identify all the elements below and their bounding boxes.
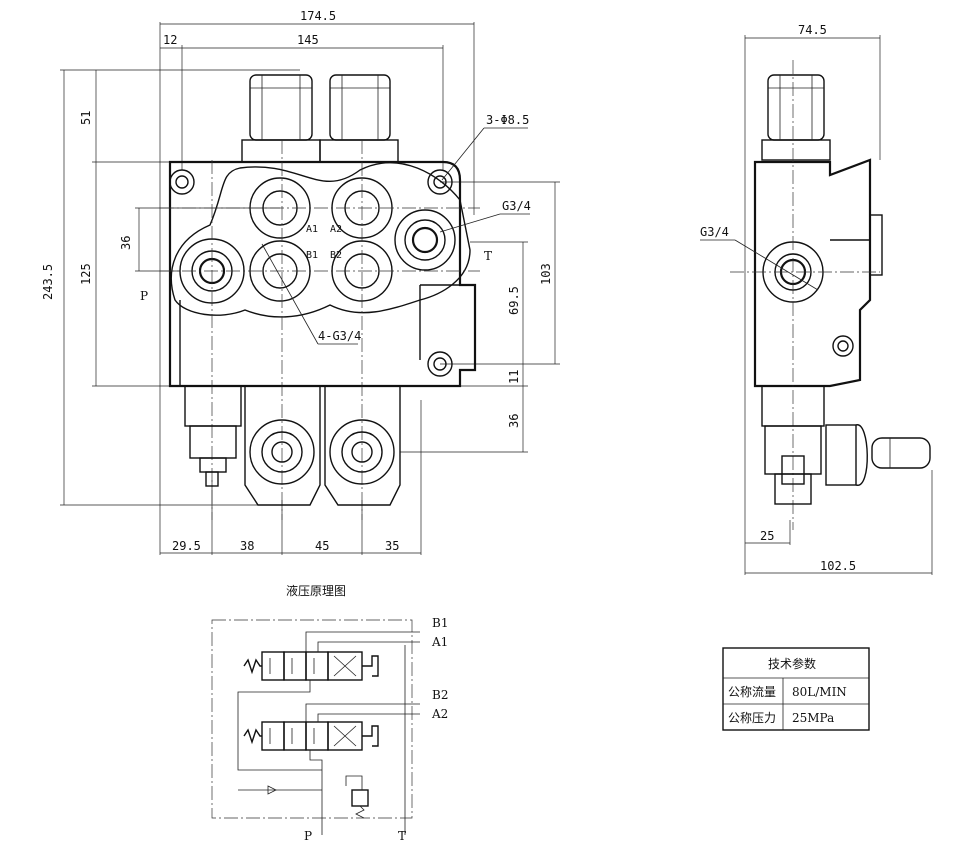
dim-top-height: 51	[79, 111, 93, 125]
front-view: 174.5 145 12 243.5 51 125 36 P 103 69.5 …	[41, 9, 560, 555]
schematic-title: 液压原理图	[286, 583, 346, 598]
dim-side-offset: 25	[760, 529, 774, 543]
dim-flange-offset: 12	[163, 33, 177, 47]
dim-bottom-d: 35	[385, 539, 399, 553]
label-port-p: P	[140, 289, 148, 303]
side-view: 74.5 G3/4 25 102.5	[700, 23, 933, 575]
dim-side-width: 74.5	[798, 23, 827, 37]
dim-mount-height: 69.5	[507, 286, 521, 315]
label-work-ports: 4-G3/4	[318, 329, 361, 343]
spec-table-title: 技术参数	[768, 656, 816, 671]
dim-right-height: 103	[539, 263, 553, 285]
hydraulic-schematic: 液压原理图	[211, 583, 448, 843]
spec-row-flow-name: 公称流量	[728, 685, 776, 699]
label-side-thread: G3/4	[700, 225, 729, 239]
dim-bottom-a: 29.5	[172, 539, 201, 553]
schematic-label-p: P	[304, 829, 312, 843]
dim-port-spacing: 36	[119, 236, 133, 250]
dim-bottom-offset: 11	[507, 370, 521, 384]
dim-bottom-b: 38	[240, 539, 254, 553]
label-port-b2: B2	[330, 250, 342, 261]
label-port-a2: A2	[330, 224, 342, 235]
schematic-label-b2: B2	[432, 688, 448, 702]
spec-row-pressure-value: 25MPa	[792, 711, 834, 725]
dim-total-width: 174.5	[300, 9, 336, 23]
spec-table: 技术参数 公称流量 80L/MIN 公称压力 25MPa	[722, 647, 870, 731]
label-port-b1: B1	[306, 250, 318, 261]
dim-body-width: 145	[297, 33, 319, 47]
spec-row-flow-value: 80L/MIN	[792, 685, 847, 699]
label-port-a1: A1	[306, 224, 318, 235]
dim-bottom-c: 45	[315, 539, 329, 553]
schematic-label-a1: A1	[431, 635, 448, 649]
dim-body-height: 125	[79, 263, 93, 285]
dim-lever-height: 36	[507, 414, 521, 428]
schematic-label-a2: A2	[431, 707, 448, 721]
label-port-t: T	[484, 249, 492, 263]
schematic-border	[211, 619, 413, 819]
label-mount-holes: 3-Φ8.5	[486, 113, 529, 127]
schematic-label-b1: B1	[432, 616, 448, 630]
dim-total-height: 243.5	[41, 264, 55, 300]
label-t-thread: G3/4	[502, 199, 531, 213]
schematic-label-t: T	[398, 829, 406, 843]
dim-side-depth: 102.5	[820, 559, 856, 573]
spec-row-pressure-name: 公称压力	[728, 711, 776, 725]
